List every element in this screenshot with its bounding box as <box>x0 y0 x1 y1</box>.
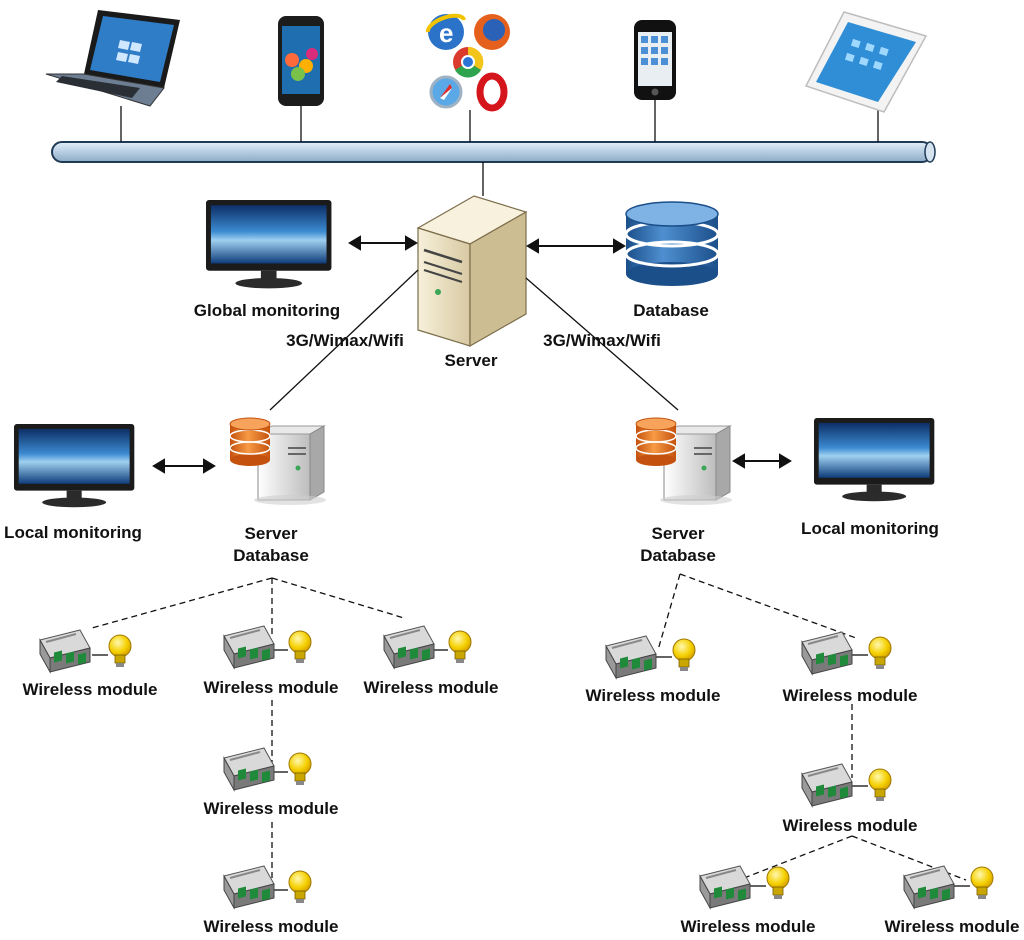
tablet-icon <box>804 11 928 113</box>
wireless-module-label: Wireless module <box>884 917 1020 936</box>
server-label: Server <box>444 351 498 370</box>
wireless-module-icon <box>223 625 275 669</box>
local-monitoring-right-label: Local monitoring <box>801 519 939 538</box>
wireless-module-label: Wireless module <box>22 680 158 699</box>
wireless-module-icon <box>801 631 853 675</box>
global-monitoring-label: Global monitoring <box>193 301 341 320</box>
server-database-left-icon <box>229 417 327 506</box>
laptop-icon <box>45 10 180 107</box>
server-database-right-label-line1: Server <box>651 524 705 543</box>
wireless-module-label: Wireless module <box>782 816 918 835</box>
wireless-module-icon <box>801 763 853 807</box>
wireless-module-label: Wireless module <box>203 917 339 936</box>
server-database-right-label-line2: Database <box>640 546 716 565</box>
wireless-links <box>269 269 679 411</box>
wireless-module-label: Wireless module <box>585 686 721 705</box>
database-icon <box>624 201 720 286</box>
wireless-module-icon <box>39 629 91 673</box>
svg-text:e: e <box>439 18 453 48</box>
light-bulb-icon <box>970 866 994 900</box>
device-connectors <box>120 100 879 196</box>
server-icon <box>416 195 528 348</box>
wireless-module-icon <box>223 865 275 909</box>
wireless-module-icon <box>699 865 751 909</box>
local-monitoring-right-monitor-icon <box>814 418 935 502</box>
iphone-icon <box>634 20 676 100</box>
wireless-module-label: Wireless module <box>680 917 816 936</box>
light-bulb-icon <box>288 630 312 664</box>
local-monitoring-left-label: Local monitoring <box>4 523 142 542</box>
wireless-module-label: Wireless module <box>782 686 918 705</box>
network-bus <box>51 141 936 163</box>
wireless-module-label: Wireless module <box>203 799 339 818</box>
light-bulb-icon <box>868 768 892 802</box>
global-monitoring-monitor-icon <box>206 200 332 289</box>
server-database-left-label-line2: Database <box>233 546 309 565</box>
server-database-left-label-line1: Server <box>244 524 298 543</box>
wireless-module-icon <box>223 747 275 791</box>
light-bulb-icon <box>672 638 696 672</box>
wireless-module-label: Wireless module <box>203 678 339 697</box>
light-bulb-icon <box>766 866 790 900</box>
module-bulb-links <box>92 649 970 891</box>
link-left-label: 3G/Wimax/Wifi <box>286 331 404 350</box>
light-bulb-icon <box>288 870 312 904</box>
link-right-label: 3G/Wimax/Wifi <box>543 331 661 350</box>
database-label: Database <box>633 301 709 320</box>
server-database-right-icon <box>635 417 733 506</box>
light-bulb-icon <box>868 636 892 670</box>
wireless-module-icon <box>383 625 435 669</box>
light-bulb-icon <box>288 752 312 786</box>
smartphone-icon <box>278 16 324 106</box>
wireless-module-icon <box>903 865 955 909</box>
arrows <box>152 235 792 474</box>
light-bulb-icon <box>448 630 472 664</box>
wireless-module-label: Wireless module <box>363 678 499 697</box>
light-bulb-icon <box>108 634 132 668</box>
browsers-icon: e <box>425 13 510 112</box>
wireless-module-icon <box>605 635 657 679</box>
local-monitoring-left-monitor-icon <box>14 424 135 508</box>
